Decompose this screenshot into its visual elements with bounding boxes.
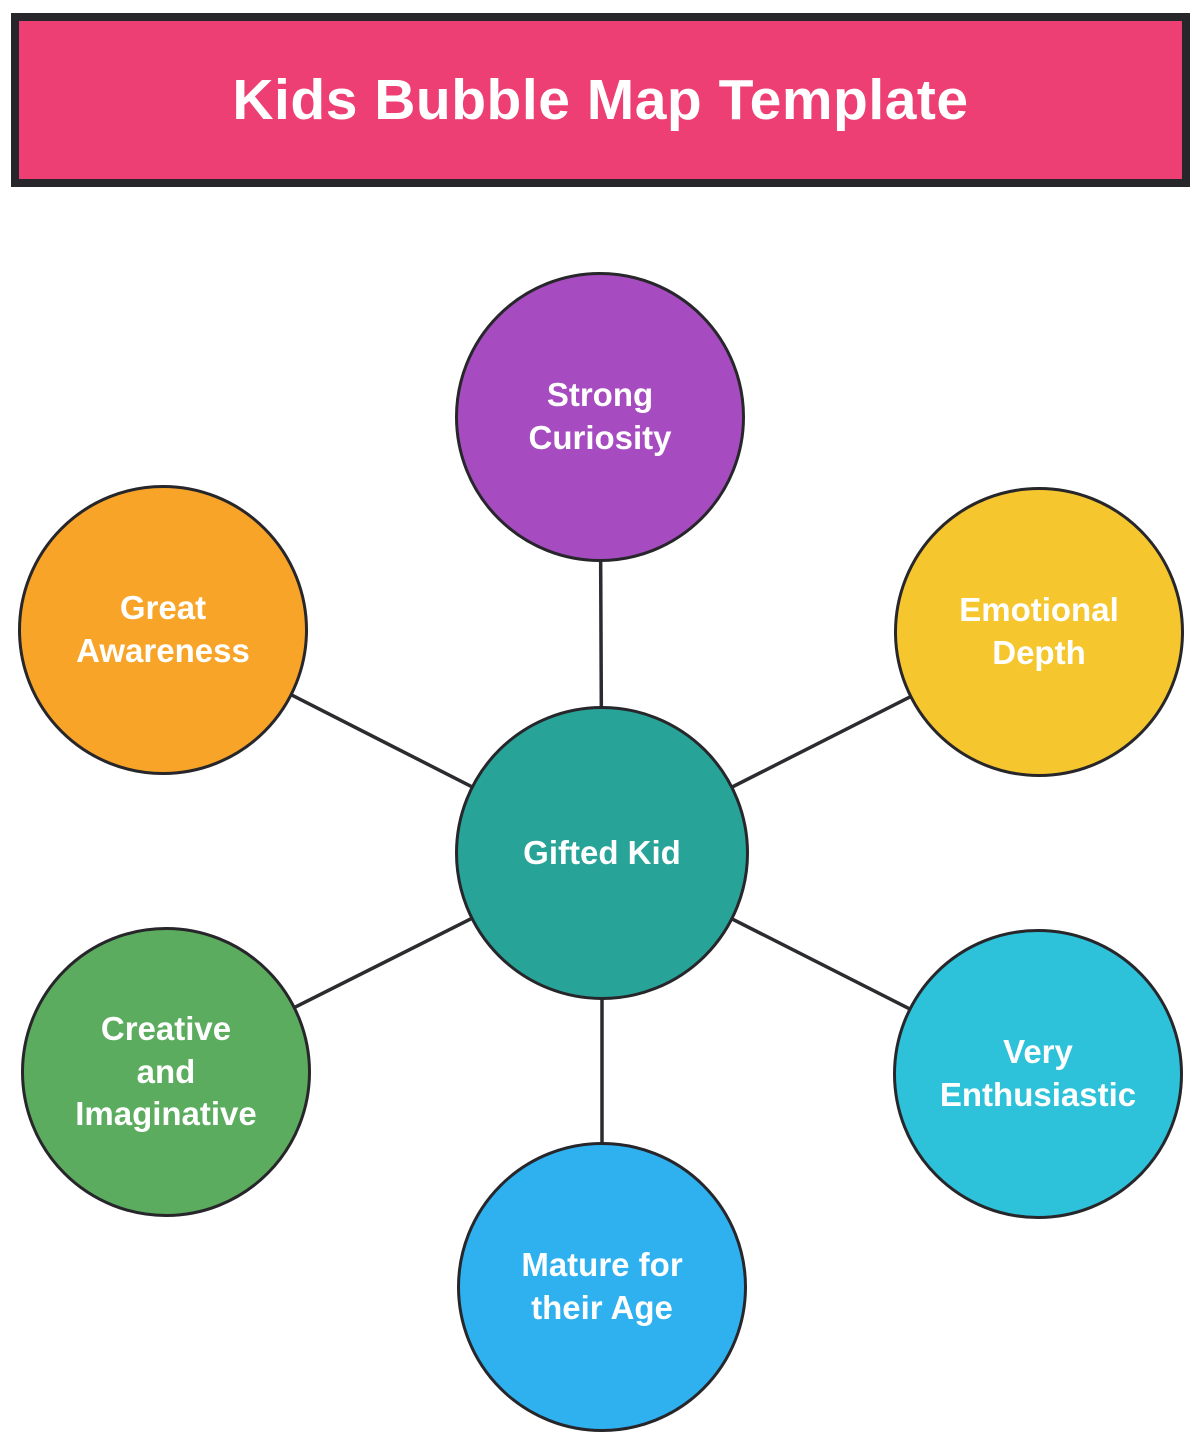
- bubble-label: Strong Curiosity: [528, 376, 672, 456]
- bubble-mature-for-age: Mature for their Age: [457, 1142, 747, 1432]
- bubble-label: Gifted Kid: [523, 833, 681, 871]
- title-banner: Kids Bubble Map Template: [11, 13, 1190, 187]
- bubble-emotional-depth: Emotional Depth: [894, 487, 1184, 777]
- bubble-label: Mature for their Age: [521, 1246, 683, 1326]
- bubble-very-enthusiastic: Very Enthusiastic: [893, 929, 1183, 1219]
- bubble-gifted-kid: Gifted Kid: [455, 706, 749, 1000]
- bubble-strong-curiosity: Strong Curiosity: [455, 272, 745, 562]
- bubble-great-awareness: Great Awareness: [18, 485, 308, 775]
- bubble-label: Great Awareness: [76, 589, 250, 669]
- page-title: Kids Bubble Map Template: [232, 68, 969, 132]
- bubble-label: Creative and Imaginative: [75, 1009, 257, 1133]
- bubble-label: Very Enthusiastic: [939, 1033, 1137, 1113]
- bubble-label: Emotional Depth: [959, 591, 1119, 671]
- bubble-creative-imaginative: Creative and Imaginative: [21, 927, 311, 1217]
